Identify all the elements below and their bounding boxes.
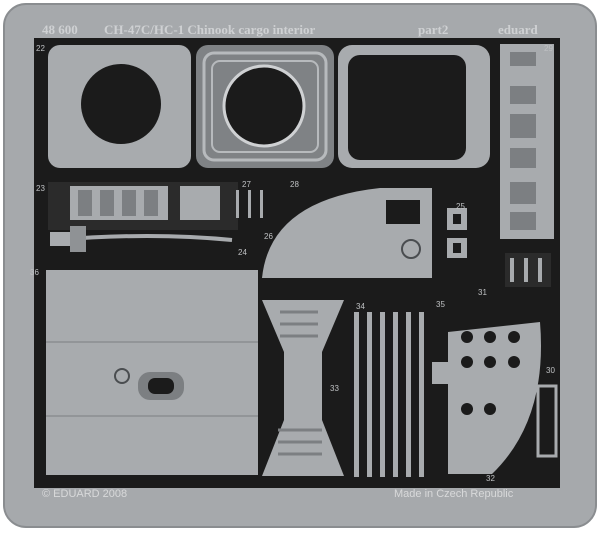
made-in-text: Made in Czech Republic <box>394 488 514 500</box>
part-number: 36 <box>30 268 39 277</box>
part-number: 26 <box>264 232 273 241</box>
part-number: 30 <box>546 366 555 375</box>
fret-code: 48 600 <box>42 22 78 37</box>
copyright-text: © EDUARD 2008 <box>42 488 128 500</box>
brand-logo: eduard <box>498 22 538 37</box>
part-number: 27 <box>242 180 251 189</box>
part-number: 29 <box>544 44 553 53</box>
window-opening-right <box>348 55 466 160</box>
part-number: 34 <box>356 302 365 311</box>
fret-title: CH-47C/HC-1 Chinook cargo interior <box>104 22 316 37</box>
rod-set <box>354 312 424 477</box>
part-number: 28 <box>290 180 299 189</box>
porthole-center <box>222 64 306 148</box>
part-number: 23 <box>36 184 45 193</box>
part-number: 22 <box>36 44 45 53</box>
part-number: 33 <box>330 384 339 393</box>
part-number: 24 <box>238 248 247 257</box>
part-number: 32 <box>486 474 495 483</box>
vertical-strip <box>500 44 554 239</box>
part-number: 31 <box>478 288 487 297</box>
part-number: 25 <box>456 202 465 211</box>
hourglass-part <box>262 300 344 476</box>
fret-part: part2 <box>418 22 449 37</box>
porthole-left <box>81 64 161 144</box>
part-number: 35 <box>436 300 445 309</box>
